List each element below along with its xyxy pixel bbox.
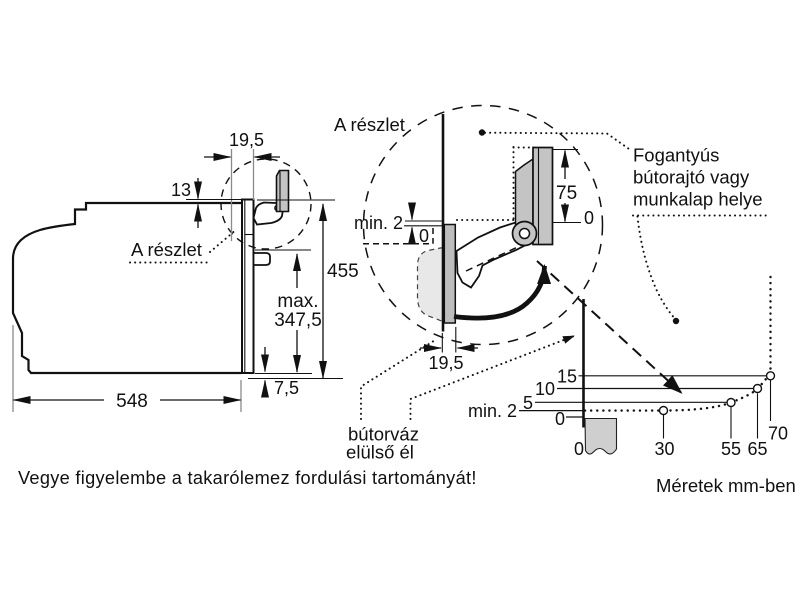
dim-label-7-5: 7,5 bbox=[274, 378, 299, 398]
x-tick-0: 0 bbox=[574, 439, 584, 459]
dim-label-347-5: 347,5 bbox=[274, 310, 322, 331]
front-edge-line2: elülső él bbox=[346, 442, 414, 463]
detail-marker-circle bbox=[220, 158, 312, 250]
x-tick-30: 30 bbox=[654, 439, 674, 459]
oven-front-frame bbox=[241, 198, 255, 374]
furniture-block bbox=[584, 417, 618, 455]
front-edge-leader-right bbox=[409, 335, 575, 420]
detail-ref-leader bbox=[209, 228, 238, 253]
dim-label-19-5-detail: 19,5 bbox=[428, 353, 463, 373]
dimension-19-5-top: 19,5 bbox=[204, 130, 280, 241]
point-65-10 bbox=[752, 383, 763, 394]
point-30-2 bbox=[658, 405, 669, 416]
dimension-455: 455 bbox=[248, 199, 359, 380]
y-tick-5: 5 bbox=[523, 393, 533, 413]
front-edge-leader-left bbox=[360, 338, 437, 420]
point-70-15 bbox=[765, 371, 776, 381]
dim-label-19-5-top: 19,5 bbox=[229, 130, 264, 150]
detail-to-graph-arrow bbox=[536, 260, 683, 394]
dimension-13: 13 bbox=[171, 178, 243, 228]
dim-label-zero-left: 0 bbox=[419, 226, 429, 246]
cover-plate bbox=[443, 223, 457, 324]
x-tick-55: 55 bbox=[721, 439, 741, 459]
oven-side-view: 19,5 13 A részlet 455 max. 34 bbox=[11, 130, 359, 412]
y-tick-0: 0 bbox=[555, 409, 565, 429]
door-panel-detail bbox=[532, 146, 554, 246]
warning-text: Vegye figyelembe a takarólemez fordulási… bbox=[18, 468, 477, 488]
handle-space-note: Fogantyús bútorajtó vagy munkalap helye bbox=[478, 129, 770, 325]
dim-label-max: max. bbox=[277, 291, 318, 312]
detail-view: A részlet min. 2 bbox=[334, 104, 683, 394]
door-handle bbox=[252, 252, 271, 266]
dim-label-min-2: min. 2 bbox=[354, 213, 403, 233]
dim-label-548: 548 bbox=[116, 391, 148, 412]
hinge-pivot-hole bbox=[518, 227, 531, 240]
dimension-75: 75 0 bbox=[553, 148, 594, 228]
handle-note-line2: bútorajtó vagy bbox=[633, 167, 750, 188]
dimension-548: 548 bbox=[12, 325, 242, 412]
dimension-max-347-5: max. 347,5 bbox=[255, 249, 322, 373]
detail-title: A részlet bbox=[334, 114, 405, 135]
front-edge-note: bútorváz elülső él bbox=[346, 335, 575, 463]
dim-label-13: 13 bbox=[171, 180, 191, 200]
dimension-zero-left: 0 bbox=[363, 226, 434, 246]
handle-note-leader-bottom bbox=[636, 215, 675, 318]
detail-ref-text: A részlet bbox=[131, 239, 202, 260]
dim-label-zero-right: 0 bbox=[584, 208, 594, 228]
door-swing-arrow bbox=[453, 264, 552, 321]
point-55-5 bbox=[726, 397, 736, 408]
dimension-7-5: 7,5 bbox=[255, 347, 312, 398]
units-caption: Méretek mm-ben bbox=[656, 475, 796, 496]
dim-label-455: 455 bbox=[327, 261, 359, 282]
x-tick-65: 65 bbox=[747, 439, 767, 459]
dimension-19-5-detail: 19,5 bbox=[420, 327, 478, 373]
clearance-graph: 15 10 5 min. 2 0 0 30 55 65 70 bbox=[468, 275, 788, 459]
x-tick-70: 70 bbox=[768, 424, 788, 444]
y-tick-10: 10 bbox=[535, 379, 555, 399]
y-tick-min2: min. 2 bbox=[468, 401, 517, 421]
leader-dot-bottom bbox=[672, 317, 680, 325]
detail-reference-label: A részlet bbox=[129, 228, 238, 264]
dimension-min-2: min. 2 bbox=[354, 202, 444, 245]
cover-plate-swivel-range bbox=[416, 246, 444, 323]
handle-note-line3: munkalap helye bbox=[633, 189, 763, 210]
handle-note-line1: Fogantyús bbox=[633, 145, 719, 166]
oven-body-outline bbox=[11, 201, 242, 375]
y-tick-15: 15 bbox=[557, 367, 577, 387]
detail-dashed-circle bbox=[362, 104, 604, 346]
door-panel-side bbox=[275, 169, 290, 213]
handle-note-leader-top bbox=[484, 131, 630, 150]
clearance-curve bbox=[583, 275, 772, 412]
dim-label-75: 75 bbox=[556, 183, 577, 204]
front-edge-line1: bútorváz bbox=[348, 424, 419, 445]
leader-dot-top bbox=[478, 129, 486, 136]
